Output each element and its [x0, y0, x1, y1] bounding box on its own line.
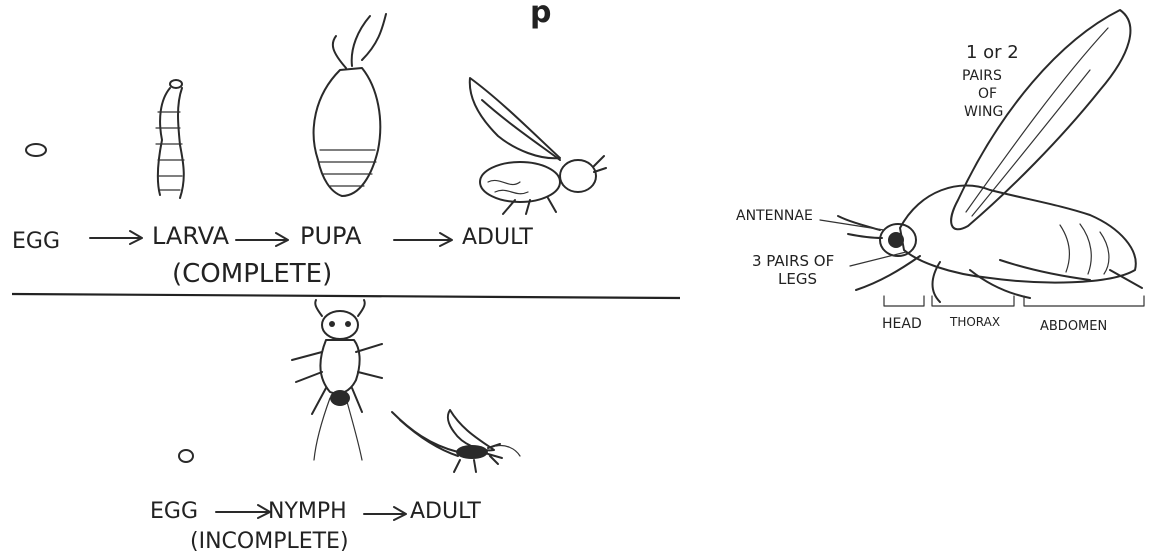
insect-anatomy: 1 or 2 PAIRS OF WING ANTENNAE 3 PAIRS OF…: [736, 10, 1144, 334]
anatomy-body-drawing: [838, 186, 1142, 302]
stage-nymph: NYMPH: [268, 499, 347, 524]
antennae-label: ANTENNAE: [736, 208, 813, 224]
egg-drawing: [26, 144, 46, 156]
wings-label-line4: WING: [964, 104, 1003, 120]
title-fragment: p: [530, 0, 551, 30]
egg-drawing-incomplete: [179, 450, 193, 462]
nymph-drawing: [292, 300, 382, 460]
legs-label-line2: LEGS: [778, 270, 817, 288]
adult-complete-drawing: [470, 78, 606, 214]
segment-abdomen: ABDOMEN: [1040, 319, 1107, 334]
stage-egg-complete: EGG: [12, 229, 60, 254]
wings-label-line1: 1 or 2: [966, 42, 1019, 63]
complete-arrows: [90, 231, 452, 246]
head-bracket: [884, 296, 924, 306]
stage-adult-complete: ADULT: [462, 225, 533, 250]
segment-thorax: THORAX: [949, 315, 1000, 329]
abdomen-bracket: [1024, 296, 1144, 306]
incomplete-metamorphosis: EGG NYMPH ADULT (INCOMPLETE): [150, 300, 520, 554]
stage-egg-incomplete: EGG: [150, 499, 198, 524]
legs-pointer: [850, 252, 906, 266]
legs-label-line1: 3 PAIRS OF: [752, 252, 834, 270]
wings-label-line3: OF: [978, 86, 997, 102]
incomplete-label: (INCOMPLETE): [190, 529, 349, 554]
wings-label-line2: PAIRS: [962, 68, 1002, 84]
complete-label: (COMPLETE): [172, 259, 332, 289]
stage-adult-incomplete: ADULT: [410, 499, 481, 524]
stage-larva: LARVA: [152, 222, 230, 250]
thorax-bracket: [932, 296, 1014, 306]
larva-drawing: [156, 80, 184, 198]
complete-metamorphosis: EGG LARVA PUPA ADULT (COMPLETE): [12, 14, 606, 289]
segment-head: HEAD: [882, 316, 922, 332]
pupa-drawing: [314, 14, 386, 196]
divider-line: [12, 294, 680, 298]
stage-pupa: PUPA: [300, 222, 362, 250]
adult-incomplete-drawing: [392, 410, 520, 472]
